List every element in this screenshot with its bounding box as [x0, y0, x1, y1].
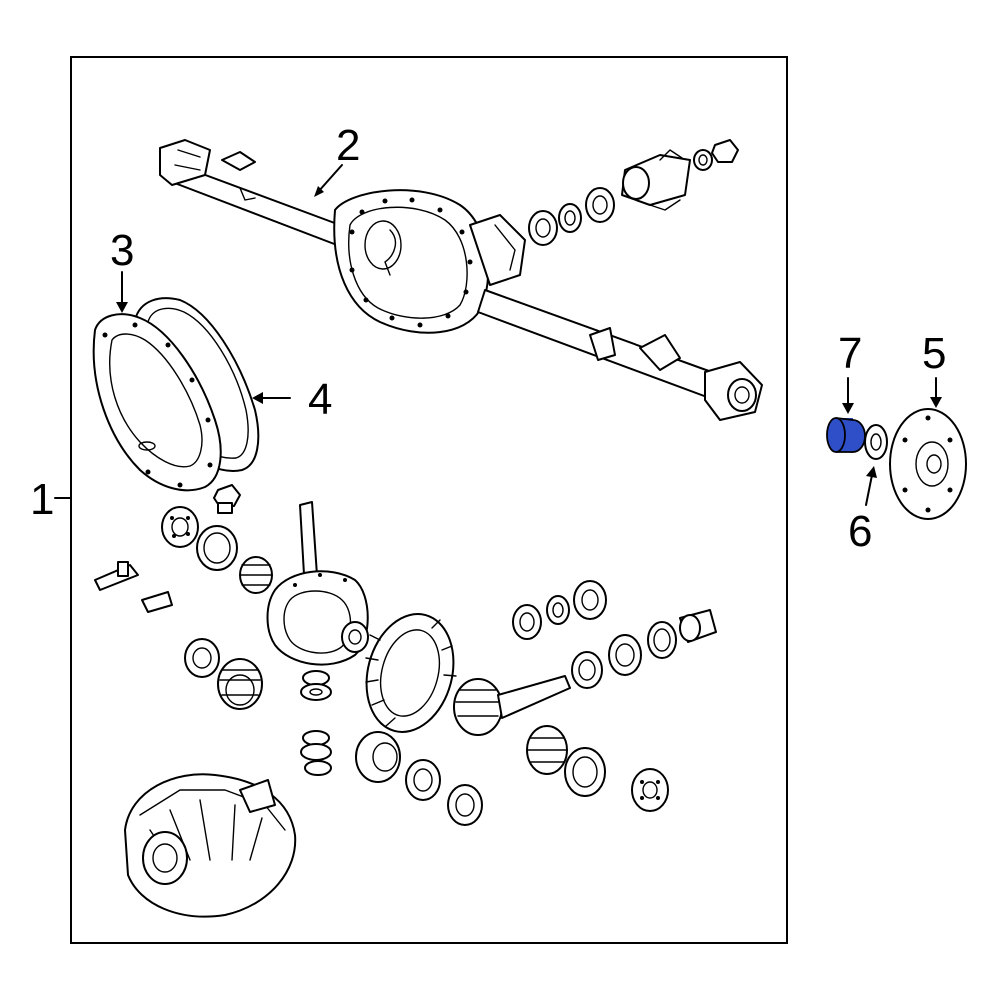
- callout-leaders: [54, 164, 942, 506]
- thrust-washer-lower-b: [447, 784, 483, 826]
- pinion-seal-stack: [571, 609, 717, 689]
- side-bearing-cup-left: [161, 506, 199, 548]
- callout-6: 6: [848, 507, 872, 556]
- side-gear-right: [526, 725, 568, 775]
- assembly-frame: [70, 56, 788, 944]
- differential-carrier: [266, 570, 369, 666]
- housing-bolt-circle: [349, 197, 473, 328]
- pinion-bearing-set-right: [512, 580, 607, 640]
- flange-part-5: [889, 408, 967, 520]
- pinion-yoke: [621, 139, 739, 211]
- pinion-washer-stack-upper: [300, 670, 332, 701]
- thrust-washer-lower-a: [405, 759, 441, 801]
- pinion-bearing-set-upper: [528, 187, 615, 246]
- side-bearing-cup-right: [631, 768, 669, 812]
- callout-4: 4: [308, 375, 332, 424]
- side-bearing-right: [564, 747, 606, 797]
- pinion-gear-left: [239, 556, 273, 594]
- fill-plug: [213, 484, 241, 514]
- pinion-mate-gear: [355, 731, 401, 783]
- thrust-washer-left: [184, 638, 220, 678]
- breather-vent: [94, 561, 139, 591]
- lock-pin: [141, 591, 173, 613]
- drive-pinion: [453, 675, 571, 736]
- axle-housing: [159, 139, 763, 421]
- bushing-part-7: [826, 417, 866, 453]
- side-bearing-left: [196, 525, 238, 571]
- callout-1: 1: [30, 475, 54, 524]
- side-gear-left: [217, 658, 263, 710]
- callout-2: 2: [336, 121, 360, 170]
- ring-gear: [365, 613, 457, 733]
- differential-case: [124, 773, 297, 918]
- washer-part-6: [864, 424, 888, 460]
- differential-cover: [92, 313, 222, 492]
- pinion-washer-stack-lower: [300, 730, 332, 776]
- callout-5: 5: [922, 329, 946, 378]
- callout-3: 3: [110, 226, 134, 275]
- callout-7: 7: [838, 329, 862, 378]
